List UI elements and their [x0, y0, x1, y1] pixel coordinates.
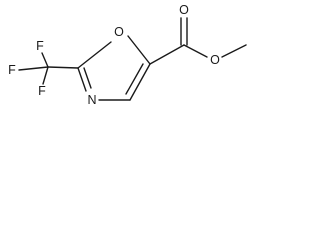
bond-n3-c2-double [83, 67, 92, 89]
atom-f3: F [38, 84, 46, 98]
bond-cf3-f2 [18, 66, 49, 71]
structure-diagram: F F F O N O O [0, 0, 258, 126]
bond-o1-c5 [127, 35, 151, 65]
bond-cf3-f1 [41, 52, 49, 68]
atom-f1: F [36, 39, 44, 53]
bond-c2-o1 [77, 41, 112, 69]
molecule-drawing: F F F O N O O [8, 3, 247, 107]
bond-n3-c2 [77, 67, 87, 92]
atom-labels: F F F O N O O [8, 3, 220, 107]
bond-c5-c4 [129, 63, 151, 101]
atom-n-ring: N [87, 93, 96, 107]
bonds [18, 17, 247, 101]
bond-cf3-f3 [42, 66, 49, 85]
atom-o-carbonyl: O [179, 3, 189, 17]
bond-oester-ch3 [221, 44, 247, 58]
bond-cf3-c2 [47, 66, 79, 69]
atom-f2: F [8, 63, 16, 77]
atom-o-ester: O [210, 53, 220, 67]
atom-o-ring: O [114, 25, 124, 39]
bond-c5-ccarbonyl [149, 44, 185, 65]
bond-c5-c4-double [125, 63, 144, 95]
bond-c-oester [183, 44, 208, 58]
